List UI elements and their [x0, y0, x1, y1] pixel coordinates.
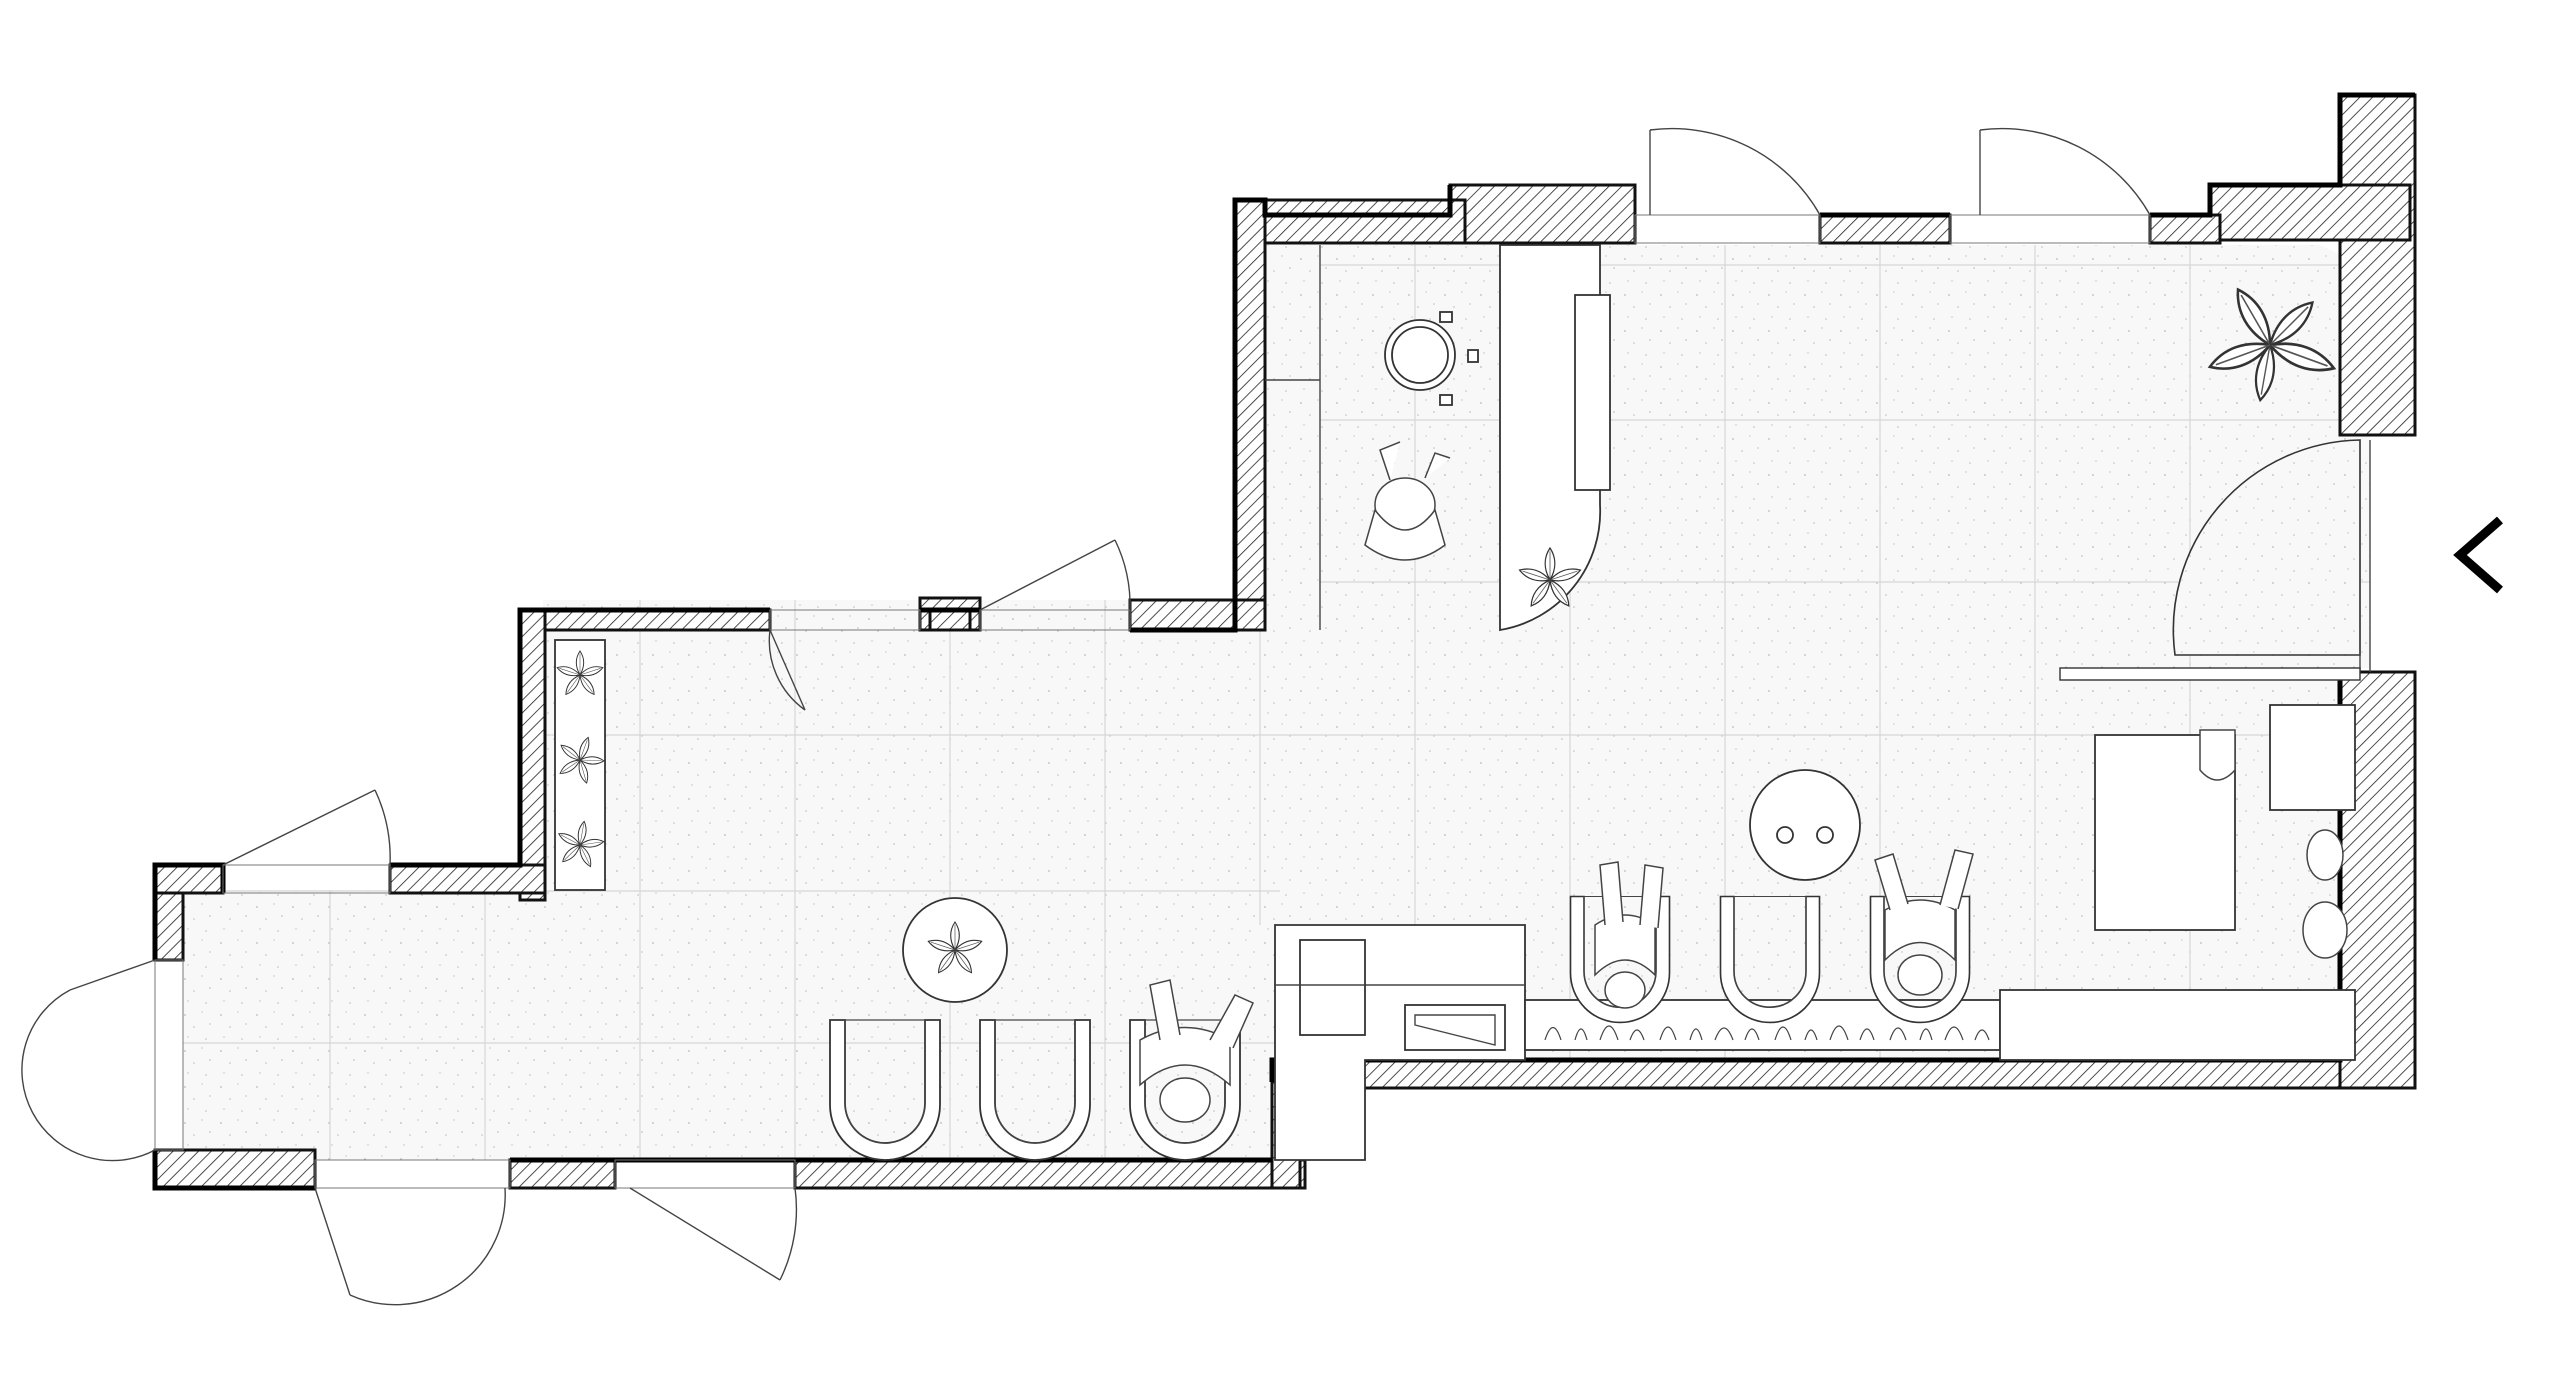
- exterior-walls: [153, 93, 2417, 1190]
- wall-outline-accent: [152, 92, 2415, 1191]
- plant-planters: [555, 283, 2339, 1041]
- doors-and-windows: [21, 127, 2371, 1306]
- floor-area: [183, 245, 2370, 1160]
- round-stool: [1749, 769, 1861, 881]
- planter-strip-icon: [1544, 1025, 1990, 1041]
- seated-people: [1139, 441, 2348, 1123]
- round-table-plant: [902, 897, 1008, 1003]
- small-round-table: [1384, 311, 1479, 406]
- chevron-left-icon[interactable]: [2440, 505, 2520, 605]
